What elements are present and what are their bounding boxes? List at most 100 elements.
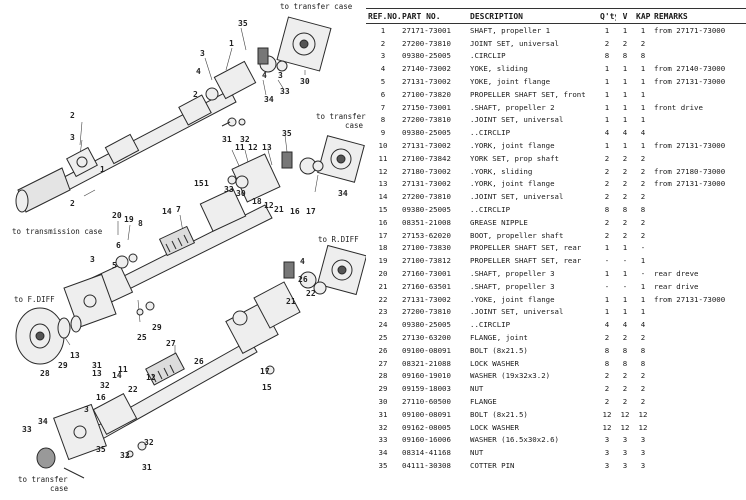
qty-cell: 4 (604, 128, 610, 138)
callout: 12 (264, 201, 274, 210)
description-cell: PROPELLER SHAFT SET, rear (470, 243, 582, 253)
ref-no-cell: 24 (378, 320, 388, 330)
v-qty-cell: 2 (622, 333, 628, 343)
kap-qty-cell: 3 (640, 435, 646, 445)
callout: 34 (38, 417, 48, 426)
description-cell: NUT (470, 384, 484, 394)
remarks-cell (652, 318, 746, 331)
qty-cell: 1 (604, 89, 610, 99)
ref-no-cell: 5 (380, 77, 386, 87)
kap-qty-cell: 1 (640, 307, 646, 317)
kap-qty-cell: 2 (640, 179, 646, 189)
v-qty-cell: 1 (622, 102, 628, 112)
part-no-cell: 27160-63501 (402, 281, 451, 291)
ref-no-cell: 21 (378, 281, 388, 291)
propeller-shaft-3-assembly (36, 244, 366, 479)
description-cell: LOCK WASHER (470, 422, 519, 432)
part-no-cell: 04111-30308 (402, 460, 451, 470)
ref-no-cell: 9 (380, 128, 386, 138)
label-to-transfer-case-mid-2: case (345, 121, 364, 130)
ref-no-cell: 3 (380, 51, 386, 61)
qty-cell: 8 (604, 51, 610, 61)
qty-cell: 1 (604, 64, 610, 74)
remarks-cell (652, 152, 746, 165)
ref-no-cell: 13 (378, 179, 388, 189)
part-no-cell: 09380-25005 (402, 205, 451, 215)
v-qty-cell: 2 (622, 192, 628, 202)
part-no-cell: 09380-25005 (402, 128, 451, 138)
ref-no-cell: 30 (378, 397, 388, 406)
ref-no-cell: 15 (378, 205, 388, 215)
callout: 2 (70, 199, 75, 208)
callout: 1 (229, 39, 234, 48)
callout: 35 (96, 445, 106, 454)
kap-qty-cell: 2 (640, 153, 646, 163)
ref-no-cell: 10 (378, 141, 388, 151)
callout: 31 (222, 135, 232, 144)
qty-cell: 1 (604, 307, 610, 317)
ref-no-cell: 4 (380, 64, 386, 74)
description-cell: GREASE NIPPLE (470, 217, 528, 227)
qty-cell: 1 (604, 102, 610, 112)
ref-no-cell: 22 (378, 294, 388, 304)
qty-cell: - (604, 256, 610, 266)
remarks-cell: rear drive (654, 281, 699, 291)
ref-no-cell: 19 (378, 256, 388, 266)
callout: 31 (142, 463, 152, 472)
description-cell: .YORK, sliding (470, 166, 533, 176)
qty-cell: 8 (604, 358, 610, 368)
remarks-cell: from 27131-73000 (654, 294, 726, 304)
header-ref-no: REF.NO. (366, 8, 400, 24)
callout: 4 (300, 257, 305, 266)
callout: 1 (204, 179, 209, 188)
v-qty-cell: 2 (622, 217, 628, 227)
remarks-cell (652, 331, 746, 344)
part-no-cell: 27200-73810 (402, 307, 451, 317)
part-no-cell: 27200-73810 (402, 38, 451, 48)
v-qty-cell: 1 (622, 269, 628, 279)
part-no-cell: 09380-25005 (402, 51, 451, 61)
part-no-cell: 09162-08005 (402, 422, 451, 432)
callout: 30 (300, 77, 310, 86)
callout: 3 (90, 255, 95, 264)
propeller-shaft-1-assembly (15, 16, 332, 213)
ref-no-cell: 2 (380, 38, 386, 48)
callout: 35 (238, 19, 248, 28)
part-no-cell: 27200-73810 (402, 115, 451, 125)
qty-cell: 2 (604, 230, 610, 240)
remarks-cell (652, 114, 746, 127)
front-flange-assembly (15, 307, 82, 365)
qty-cell: 2 (604, 192, 610, 202)
propeller-shaft-2-assembly (63, 135, 365, 329)
part-no-cell: 27140-73002 (402, 64, 451, 74)
parts-table-header: REF.NO. PART NO. DESCRIPTION Q'ty V KAP … (366, 8, 746, 24)
callout: 4 (262, 71, 267, 80)
v-qty-cell: 1 (622, 307, 628, 317)
kap-qty-cell: 3 (640, 460, 646, 470)
v-qty-cell: 8 (622, 345, 628, 355)
callout: 16 (96, 393, 106, 402)
qty-cell: 1 (604, 294, 610, 304)
description-cell: .CIRCLIP (470, 51, 506, 61)
part-no-cell: 27160-73001 (402, 269, 451, 279)
qty-cell: 1 (604, 141, 610, 151)
ref-no-cell: 12 (378, 166, 388, 176)
callout: 3 (278, 71, 283, 80)
description-cell: JOINT SET, universal (470, 38, 559, 48)
description-cell: .YORK, joint flange (470, 141, 555, 151)
callout: 3 (70, 133, 75, 142)
part-no-cell: 08351-21008 (402, 217, 451, 227)
v-qty-cell: 4 (622, 320, 628, 330)
part-no-cell: 09160-19010 (402, 371, 451, 381)
v-qty-cell: 1 (622, 115, 628, 125)
